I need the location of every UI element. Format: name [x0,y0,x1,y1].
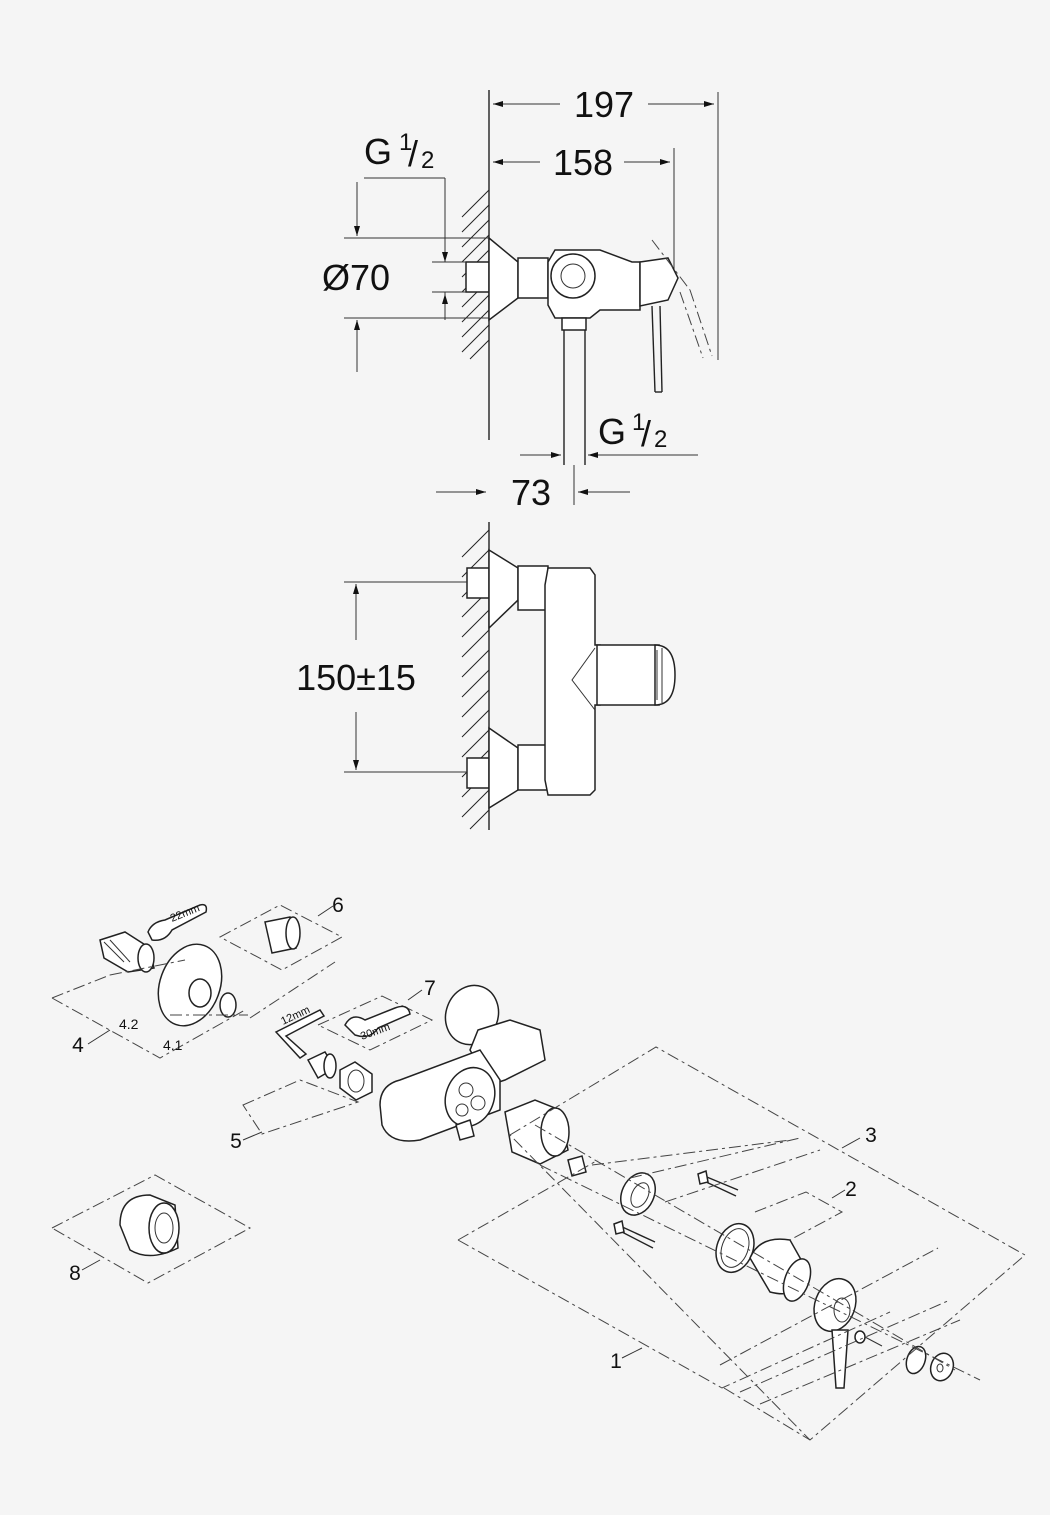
side-view: 197 158 G 1 / 2 Ø70 G 1 / 2 [322,84,719,513]
thread-top-label: G 1 / 2 [364,129,434,174]
part-num-4-2: 4.2 [119,1016,139,1032]
part-4-eccentric [99,931,155,973]
svg-text:2: 2 [654,426,667,453]
cartridge [504,1099,587,1177]
hex-key-12mm: 12mm [274,1004,326,1059]
sleeve-part-2 [749,1238,812,1302]
part-num-3: 3 [865,1124,877,1147]
part-5-nut [339,1061,373,1101]
spanner-30mm: 30mm [344,1005,411,1043]
grub-screw [854,1330,883,1347]
part-7-box [316,995,434,1051]
part-3-box [509,1046,1026,1441]
svg-text:1: 1 [399,129,412,156]
dim-150: 150±15 [296,657,416,698]
valve-body [379,984,546,1142]
svg-text:/: / [408,133,418,174]
front-view: 150±15 [296,522,676,830]
wrench-22mm: 22mm [147,902,208,942]
screw-lower [613,1219,656,1249]
part-num-1: 1 [610,1350,622,1373]
part-num-2: 2 [845,1178,857,1201]
part-8-box [50,1174,252,1284]
lever-handle [813,1277,857,1389]
dim-197: 197 [574,84,634,125]
exploded-view: 6 22mm 4.2 4.1 4 12mm [50,894,1026,1441]
svg-text:/: / [641,413,651,454]
thread-bottom-label: G 1 / 2 [598,409,667,454]
part-5-connector [306,1051,337,1080]
dim-73: 73 [511,472,551,513]
svg-text:G: G [364,131,392,172]
cover-cap [929,1352,955,1382]
svg-text:G: G [598,411,626,452]
screw-upper [697,1169,739,1197]
part-num-6: 6 [332,894,344,917]
part-num-8: 8 [69,1262,81,1285]
part-4-washer [219,992,237,1018]
wall-hatch-top [461,189,490,360]
svg-text:1: 1 [632,409,645,436]
dim-diameter: Ø70 [322,257,390,298]
dim-158: 158 [553,142,613,183]
part-num-7: 7 [424,977,436,1000]
svg-text:2: 2 [421,147,434,174]
part-4-rosette [157,943,223,1027]
part-num-5: 5 [230,1130,242,1153]
part-num-4-1: 4.1 [163,1037,183,1053]
part-8-rosette [119,1194,180,1257]
part-6-adapter [264,916,301,954]
part-num-4: 4 [72,1034,84,1057]
